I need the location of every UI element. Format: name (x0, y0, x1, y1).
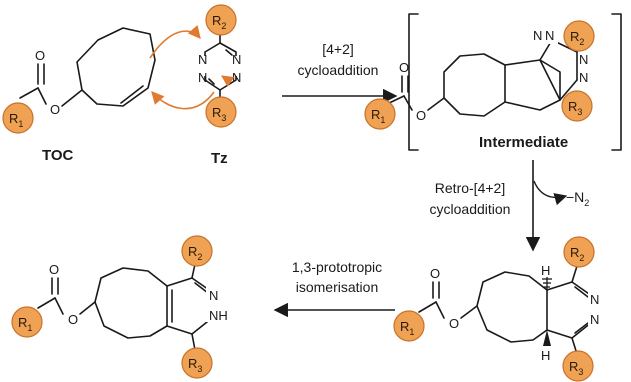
product-ester-bond (79, 301, 96, 315)
r3-ball-product: R3 (181, 347, 213, 379)
svg-text:R3: R3 (569, 359, 583, 377)
toc-molecule: O O R1 TOC (2, 27, 156, 164)
tz-double-a (225, 49, 233, 56)
intermediate-label: Intermediate (479, 134, 568, 151)
toc-ester-oxygen: O (50, 102, 60, 117)
svg-text:R2: R2 (570, 245, 584, 263)
isomerisation-label-2: isomerisation (296, 279, 378, 295)
toc-ester-bond (61, 89, 83, 107)
cycloaddition-label-1: [4+2] (322, 41, 354, 57)
isomerisation-label-1: 1,3-prototropic (292, 259, 382, 275)
dihydro-hash-top (542, 277, 552, 290)
r2-ball-intermediate: R2 (563, 20, 595, 52)
product-pyridazine-ring (166, 277, 213, 335)
dihydro-hydrogen-top: H (541, 263, 550, 278)
product-cn-double (194, 282, 209, 294)
product-ester-oxygen: O (68, 312, 78, 327)
intermediate-bridge (504, 59, 561, 111)
r1-ball-intermediate: R1 (364, 98, 396, 130)
svg-text:R1: R1 (400, 319, 414, 337)
r3-ball-dihydro: R3 (562, 350, 594, 382)
tz-nitrogen-3: N (232, 52, 241, 67)
intermediate-ester-bond (427, 97, 445, 111)
svg-text:R3: R3 (212, 105, 226, 123)
svg-text:R1: R1 (18, 315, 32, 333)
dihydropyridazine-molecule: H H N N O O R2 R3 R1 (393, 236, 602, 382)
product-r3-bond (191, 333, 196, 351)
r3-ball-tz: R3 (205, 96, 237, 128)
tz-molecule: N N N N R2 R3 Tz (196, 4, 246, 167)
svg-text:R3: R3 (568, 99, 582, 117)
tz-nitrogen-4: N (232, 70, 241, 85)
toc-carbonyl-oxygen: O (35, 48, 45, 63)
dihydro-wedge-bottom (543, 330, 551, 346)
intermediate-molecule: O O N N N N R2 R3 R1 (364, 20, 595, 130)
intermediate-nitrogen-2: N (545, 28, 554, 43)
product-nh: NH (209, 308, 228, 323)
dihydro-cn-double (574, 286, 589, 298)
tz-nitrogen-2: N (198, 70, 207, 85)
intermediate-carbonyl-oxygen: O (399, 60, 409, 75)
r3-ball-intermediate: R3 (561, 90, 593, 122)
intermediate-ester-oxygen: O (416, 108, 426, 123)
intermediate-nitrogen-4: N (579, 70, 588, 85)
r1-ball-product: R1 (11, 306, 43, 338)
cycloaddition-label-2: cycloaddition (298, 62, 379, 78)
svg-text:R3: R3 (188, 356, 202, 374)
tz-double-b (208, 78, 215, 85)
pyridazine-product: N NH O O R2 R3 R1 (11, 235, 232, 379)
dihydro-nitrogen-2: N (590, 312, 599, 327)
svg-text:R2: R2 (570, 29, 584, 47)
svg-text:R2: R2 (212, 13, 226, 31)
intermediate-n-bridge-d (559, 79, 578, 101)
r2-ball-tz: R2 (205, 4, 237, 36)
dihydro-hydrogen-bottom: H (541, 348, 550, 363)
r1-ball-dihydro: R1 (393, 310, 425, 342)
dihydro-ester-bond (460, 305, 478, 319)
dihydro-nc-double (574, 322, 589, 334)
product-acyl-bond (37, 297, 56, 309)
retro-label-1: Retro-[4+2] (435, 180, 505, 196)
curved-arrow-inner (221, 75, 235, 87)
product-carbonyl-oxygen: O (49, 262, 59, 277)
intermediate-nitrogen-1: N (533, 28, 542, 43)
toc-carbonyl-single (37, 87, 47, 105)
dihydro-r2-bond (571, 265, 578, 283)
curved-arrow-bottom (151, 91, 215, 110)
intermediate-bracket (408, 13, 622, 151)
n2-loss-arrow (533, 180, 568, 206)
tz-nitrogen-1: N (198, 52, 207, 67)
r1-ball-toc: R1 (2, 102, 34, 134)
intermediate-diagonal (539, 59, 561, 101)
product-cyclooctane-ring (94, 267, 168, 339)
dihydro-cyclooctane-ring (476, 271, 548, 343)
dihydro-carbonyl-single (435, 301, 445, 319)
svg-text:R1: R1 (9, 111, 23, 129)
toc-double-bond (120, 85, 144, 104)
dihydro-ester-oxygen: O (449, 316, 459, 331)
product-carbonyl-single (54, 297, 64, 315)
product-nitrogen: N (209, 288, 218, 303)
retro-label-2: cycloaddition (430, 201, 511, 217)
r2-ball-product: R2 (181, 235, 213, 267)
dihydro-pyridazine-ring (546, 281, 593, 339)
dihydro-acyl-bond (418, 301, 437, 313)
toc-acyl-bond (19, 87, 39, 99)
n2-loss-label: −N2 (566, 189, 589, 208)
toc-ring (76, 27, 156, 107)
svg-text:R1: R1 (371, 107, 385, 125)
svg-text:R2: R2 (188, 244, 202, 262)
dihydro-carbonyl-oxygen: O (430, 266, 440, 281)
curved-arrow-top (149, 25, 201, 59)
tz-label: Tz (211, 150, 228, 167)
r2-ball-dihydro: R2 (563, 236, 595, 268)
intermediate-carbonyl-single (403, 95, 413, 111)
intermediate-ring (443, 53, 506, 117)
intermediate-nitrogen-3: N (579, 52, 588, 67)
toc-label: TOC (42, 147, 74, 164)
dihydro-nitrogen-1: N (590, 292, 599, 307)
